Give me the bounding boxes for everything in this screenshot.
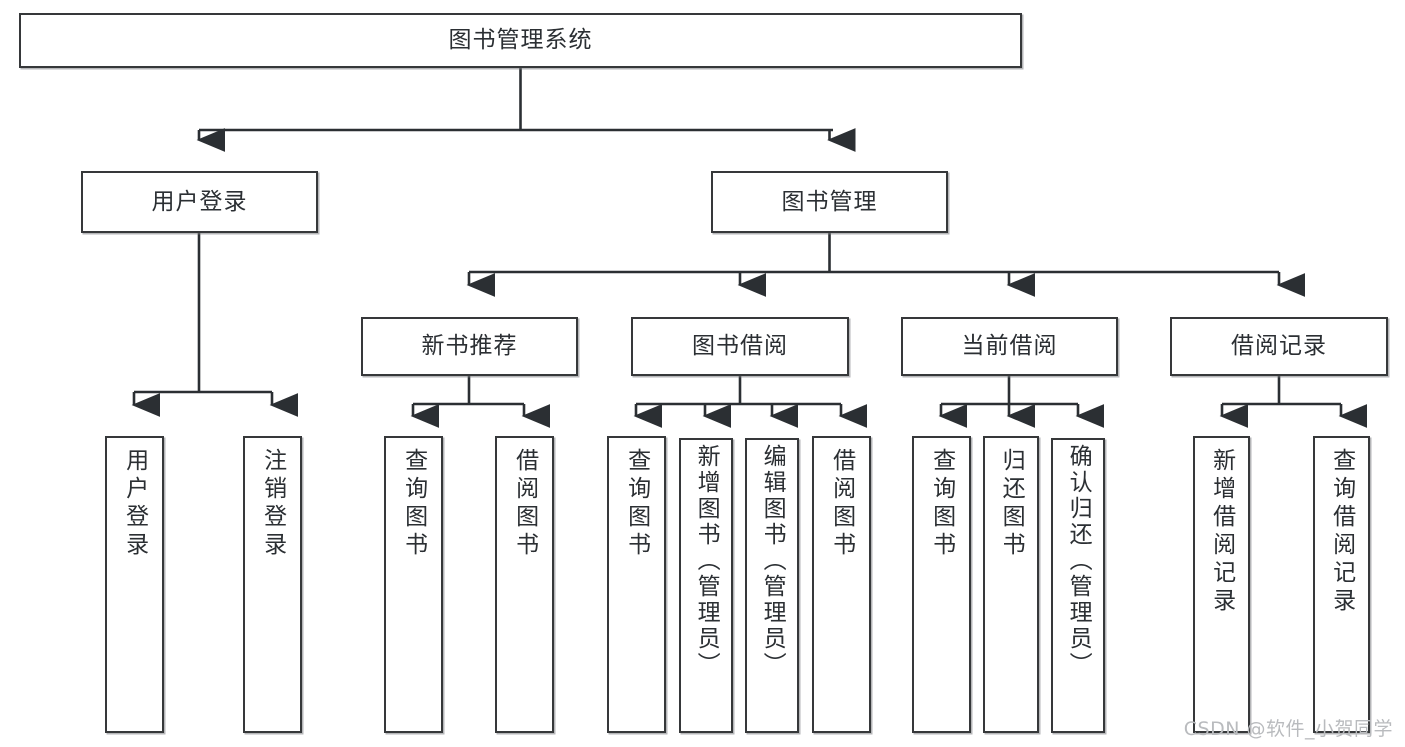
node-book-borrow-label: 图书借阅 xyxy=(692,333,788,360)
node-book-management-label: 图书管理 xyxy=(781,188,878,215)
leaf-record-query-record-label: 查询借阅记录 xyxy=(1328,448,1355,616)
leaf-borrow-add-book-admin-label: 新增图书（管理员） xyxy=(693,444,720,678)
node-user-login-label: 用户登录 xyxy=(151,188,248,215)
leaf-borrow-query-book-label: 查询图书 xyxy=(623,448,650,560)
leaf-recommend-borrow-book-label: 借阅图书 xyxy=(511,448,538,560)
node-user-login[interactable]: 用户登录 xyxy=(81,171,318,233)
leaf-current-return-book[interactable]: 归还图书 xyxy=(983,436,1039,733)
leaf-user-login-signin[interactable]: 用户登录 xyxy=(105,436,164,733)
node-current-borrow-label: 当前借阅 xyxy=(961,333,1058,360)
leaf-record-query-record[interactable]: 查询借阅记录 xyxy=(1313,436,1370,733)
node-root[interactable]: 图书管理系统 xyxy=(19,13,1022,68)
leaf-current-confirm-return-admin[interactable]: 确认归还（管理员） xyxy=(1051,438,1105,733)
leaf-current-return-book-label: 归还图书 xyxy=(998,448,1025,560)
leaf-borrow-borrow-book[interactable]: 借阅图书 xyxy=(812,436,871,733)
leaf-recommend-borrow-book[interactable]: 借阅图书 xyxy=(495,436,554,733)
node-book-management[interactable]: 图书管理 xyxy=(711,171,948,233)
leaf-user-login-signout[interactable]: 注销登录 xyxy=(243,436,302,733)
node-current-borrow[interactable]: 当前借阅 xyxy=(901,317,1118,376)
leaf-current-query-book-label: 查询图书 xyxy=(928,448,955,560)
node-new-book-recommend[interactable]: 新书推荐 xyxy=(361,317,578,376)
leaf-recommend-query-book-label: 查询图书 xyxy=(400,448,427,560)
node-book-borrow[interactable]: 图书借阅 xyxy=(631,317,849,376)
leaf-borrow-add-book-admin[interactable]: 新增图书（管理员） xyxy=(679,438,733,733)
leaf-borrow-borrow-book-label: 借阅图书 xyxy=(828,448,855,560)
leaf-record-add-record-label: 新增借阅记录 xyxy=(1208,448,1235,616)
leaf-record-add-record[interactable]: 新增借阅记录 xyxy=(1193,436,1250,733)
leaf-borrow-edit-book-admin[interactable]: 编辑图书（管理员） xyxy=(745,438,799,733)
node-new-book-recommend-label: 新书推荐 xyxy=(421,333,518,360)
node-borrow-record[interactable]: 借阅记录 xyxy=(1170,317,1388,376)
leaf-borrow-query-book[interactable]: 查询图书 xyxy=(607,436,666,733)
node-root-label: 图书管理系统 xyxy=(448,27,593,54)
leaf-user-login-signin-label: 用户登录 xyxy=(121,448,148,560)
leaf-user-login-signout-label: 注销登录 xyxy=(259,448,286,560)
leaf-borrow-edit-book-admin-label: 编辑图书（管理员） xyxy=(759,444,786,678)
leaf-current-confirm-return-admin-label: 确认归还（管理员） xyxy=(1065,444,1092,678)
leaf-current-query-book[interactable]: 查询图书 xyxy=(912,436,971,733)
leaf-recommend-query-book[interactable]: 查询图书 xyxy=(384,436,443,733)
node-borrow-record-label: 借阅记录 xyxy=(1231,333,1327,360)
